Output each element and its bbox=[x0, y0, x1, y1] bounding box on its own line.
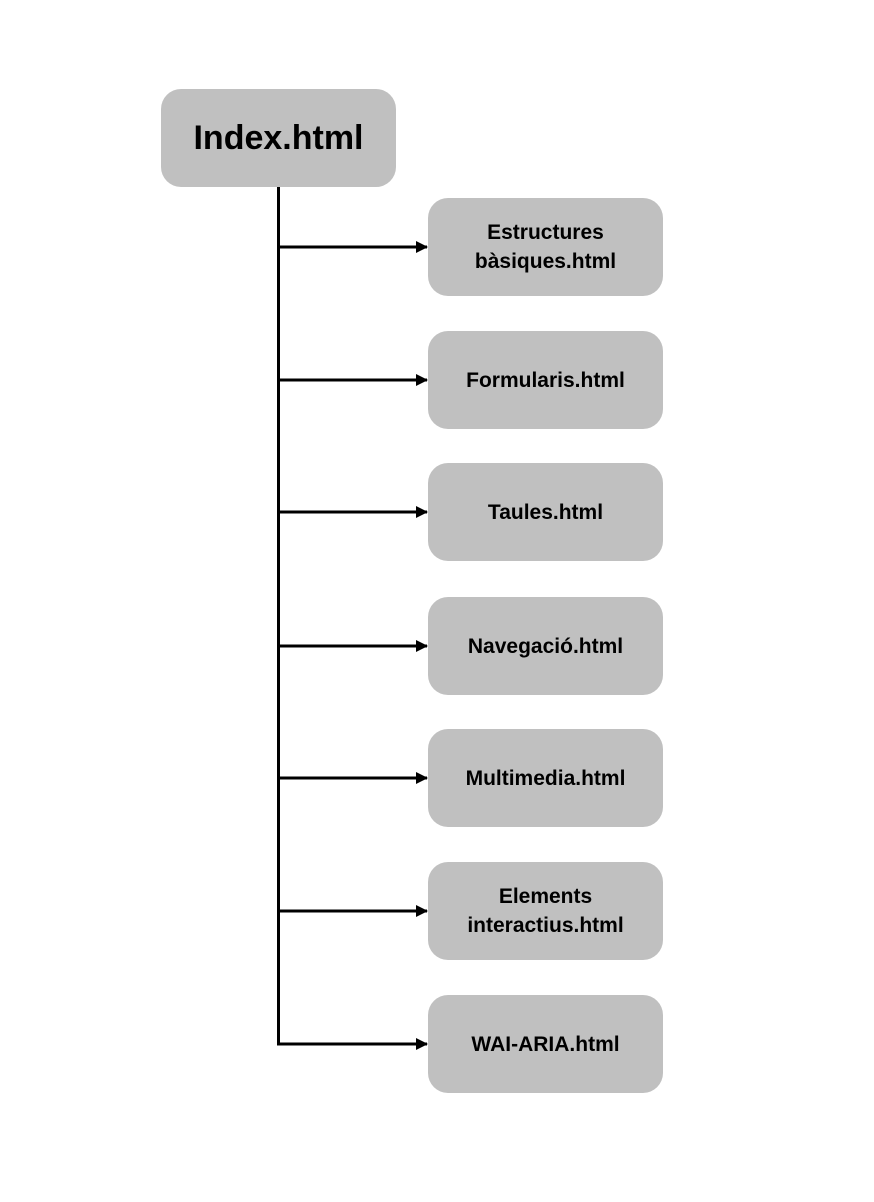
child-node-label: Estructures bàsiques.html bbox=[474, 221, 617, 273]
child-node-label: Multimedia.html bbox=[465, 766, 626, 790]
child-node-wai-aria: WAI-ARIA.html bbox=[428, 995, 663, 1093]
child-node-multimedia: Multimedia.html bbox=[428, 729, 663, 827]
child-node-label: Elements interactius.html bbox=[467, 885, 624, 937]
child-node-taules: Taules.html bbox=[428, 463, 663, 561]
child-node-label: WAI-ARIA.html bbox=[471, 1032, 620, 1056]
child-node-label: Formularis.html bbox=[466, 368, 625, 392]
child-node-estructures-basiques: Estructures bàsiques.html bbox=[428, 198, 663, 296]
child-node-navegacio: Navegació.html bbox=[428, 597, 663, 695]
child-node-label: Navegació.html bbox=[467, 634, 624, 658]
root-node-index: Index.html bbox=[161, 89, 396, 187]
root-node-label: Index.html bbox=[193, 118, 364, 157]
child-node-label: Taules.html bbox=[487, 500, 604, 524]
child-node-elements-interactius: Elements interactius.html bbox=[428, 862, 663, 960]
child-node-formularis: Formularis.html bbox=[428, 331, 663, 429]
